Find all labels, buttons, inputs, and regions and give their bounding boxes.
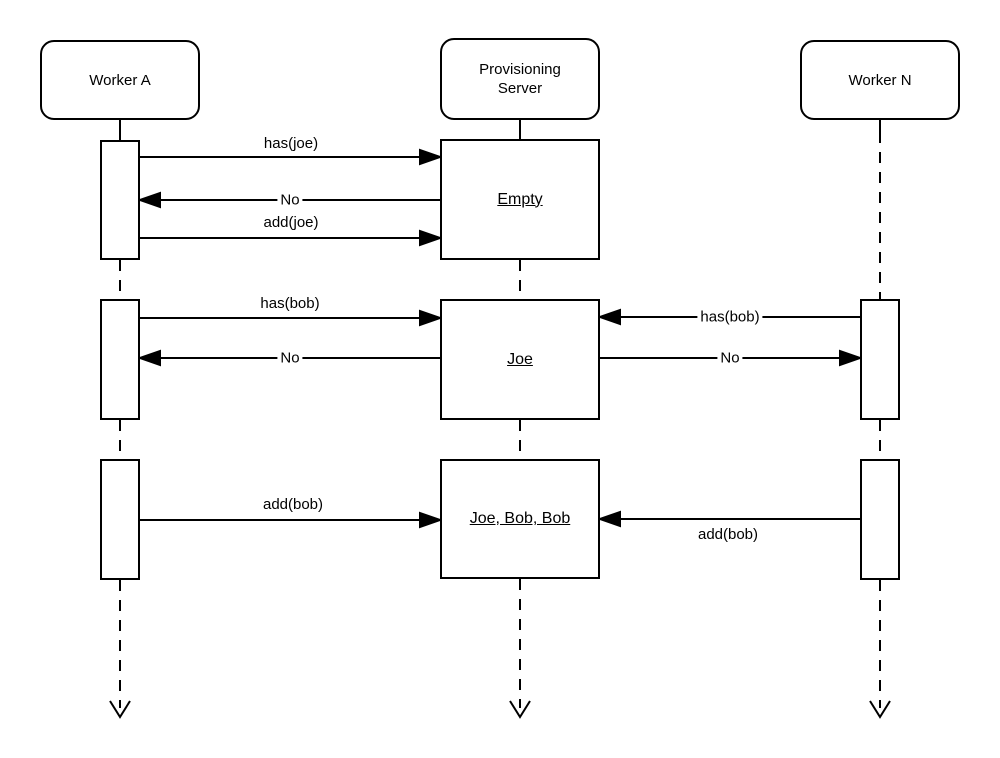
- message-label-has-bob-left: has(bob): [260, 295, 320, 312]
- message-label-no-3: No: [717, 349, 743, 367]
- server-state-label: Empty: [497, 190, 543, 208]
- arrowhead-left: [136, 191, 161, 209]
- server-state-empty: Empty: [440, 139, 600, 260]
- server-state-label: Joe: [507, 350, 533, 368]
- actor-label: Provisioning Server: [479, 61, 561, 97]
- server-state-joe-bob-bob: Joe, Bob, Bob: [440, 459, 600, 579]
- activation-worker-n-1: [860, 299, 900, 420]
- actor-worker-n: Worker N: [800, 40, 960, 120]
- message-label-has-bob-right: has(bob): [697, 308, 763, 326]
- actor-provisioning-server: Provisioning Server: [440, 38, 600, 120]
- message-label-add-bob-left: add(bob): [262, 496, 324, 513]
- activation-worker-n-2: [860, 459, 900, 580]
- message-label-no-2: No: [277, 349, 303, 367]
- message-label-add-joe: add(joe): [263, 214, 319, 231]
- arrowhead-right: [419, 229, 444, 247]
- message-arrow-add-bob-right: [596, 510, 860, 528]
- activation-worker-a-1: [100, 140, 140, 260]
- message-label-no-1: No: [277, 191, 303, 209]
- actor-label: Worker A: [89, 71, 151, 89]
- arrowhead-right: [419, 511, 444, 529]
- lifeline-arrowhead: [509, 700, 531, 719]
- arrowhead-left: [596, 510, 621, 528]
- server-state-joe: Joe: [440, 299, 600, 420]
- lifeline-arrowhead: [869, 700, 891, 719]
- arrowhead-right: [419, 148, 444, 166]
- message-arrow-add-joe: [140, 229, 444, 247]
- message-arrow-add-bob-left: [140, 511, 444, 529]
- message-label-has-joe: has(joe): [263, 135, 319, 152]
- actor-label: Worker N: [848, 71, 912, 89]
- actor-worker-a: Worker A: [40, 40, 200, 120]
- arrowhead-right: [419, 309, 444, 327]
- arrowhead-left: [136, 349, 161, 367]
- message-label-add-bob-right: add(bob): [697, 526, 759, 543]
- lifeline-worker-n: [869, 120, 891, 719]
- message-arrow-has-bob-left: [140, 309, 444, 327]
- activation-worker-a-3: [100, 459, 140, 580]
- lifeline-provisioning-server: [509, 120, 531, 719]
- lifeline-arrowhead: [109, 700, 131, 719]
- arrowhead-left: [596, 308, 621, 326]
- server-state-label: Joe, Bob, Bob: [469, 510, 571, 527]
- lifeline-worker-a: [109, 120, 131, 719]
- activation-worker-a-2: [100, 299, 140, 420]
- message-arrow-has-joe: [140, 148, 444, 166]
- arrowhead-right: [839, 349, 864, 367]
